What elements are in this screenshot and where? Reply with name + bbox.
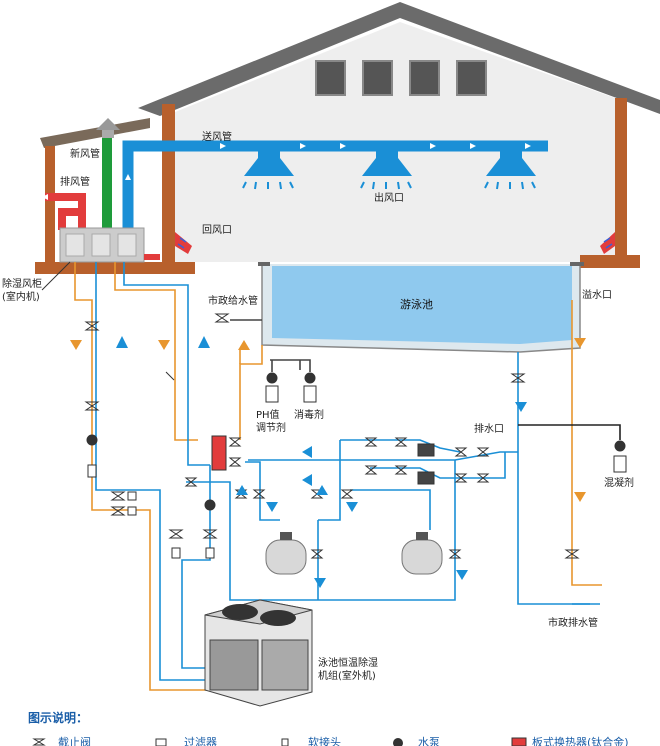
label-dehumid-cabinet-2: (室内机) (2, 290, 40, 303)
label-drain: 排水口 (474, 422, 504, 435)
exhaust-duct (45, 193, 86, 230)
plate-heat-exchanger-icon (511, 737, 527, 746)
sand-filter-2 (401, 532, 443, 575)
right-floor (580, 255, 640, 268)
label-city-water-supply: 市政给水管 (208, 294, 258, 307)
air-outlet-3 (484, 150, 536, 190)
annex-wall (45, 146, 55, 266)
air-outlet-1 (242, 150, 294, 190)
return-vent-right (600, 232, 615, 254)
air-outlet-2 (360, 150, 412, 190)
fresh-air-duct (102, 138, 112, 230)
label-overflow: 溢水口 (582, 288, 612, 301)
components (84, 313, 627, 559)
annex-roof (40, 118, 150, 148)
outdoor-unit (204, 599, 313, 707)
soft-joint-icon (281, 738, 289, 746)
label-ph-2: 调节剂 (256, 421, 286, 434)
window-4 (456, 60, 487, 96)
label-outlet: 出风口 (374, 191, 404, 204)
legend-label-soft-joint: 软接头 (308, 735, 341, 746)
check-valve-icon (32, 738, 46, 746)
water-pump-icon (393, 738, 403, 746)
fresh-air-cap (96, 118, 120, 130)
right-wall (615, 98, 627, 268)
pipes (74, 262, 621, 691)
window-3 (409, 60, 440, 96)
sand-filter-1 (265, 532, 307, 575)
window-2 (362, 60, 393, 96)
label-outdoor-unit-2: 机组(室外机) (318, 669, 376, 682)
legend-label-plate-heat-exchanger: 板式换热器(钛合金) (532, 735, 629, 746)
pool-water (272, 266, 572, 344)
filter-icon (155, 738, 167, 746)
label-pool: 游泳池 (400, 297, 433, 311)
supply-duct (122, 140, 548, 230)
legend-label-water-pump: 水泵 (418, 736, 440, 746)
window-1 (315, 60, 346, 96)
return-vent-left (175, 232, 192, 254)
label-exhaust-duct: 排风管 (60, 175, 90, 188)
legend: 图示说明： 截止阀 过滤器 软接头 水泵 板式换热器(钛合金) (28, 710, 629, 746)
left-inner-wall (162, 104, 175, 266)
supply-arrows (125, 143, 531, 180)
label-ph-1: PH值 (256, 408, 280, 421)
pool (258, 262, 584, 353)
legend-title: 图示说明： (28, 710, 88, 725)
label-dehumid-cabinet-1: 除湿风柜 (2, 277, 42, 290)
label-coagulant: 混凝剂 (604, 476, 634, 489)
label-outdoor-unit-1: 泳池恒温除湿 (318, 656, 378, 669)
legend-label-filter: 过滤器 (184, 736, 217, 746)
label-supply-duct: 送风管 (202, 130, 232, 143)
label-fresh-air-duct: 新风管 (70, 147, 100, 160)
ducts (42, 138, 615, 263)
legend-label-check-valve: 截止阀 (58, 735, 91, 746)
label-city-drain: 市政排水管 (548, 616, 598, 629)
label-disinfectant: 消毒剂 (294, 408, 324, 421)
flow-arrows (70, 336, 586, 588)
label-return-outlet: 回风口 (202, 224, 232, 236)
